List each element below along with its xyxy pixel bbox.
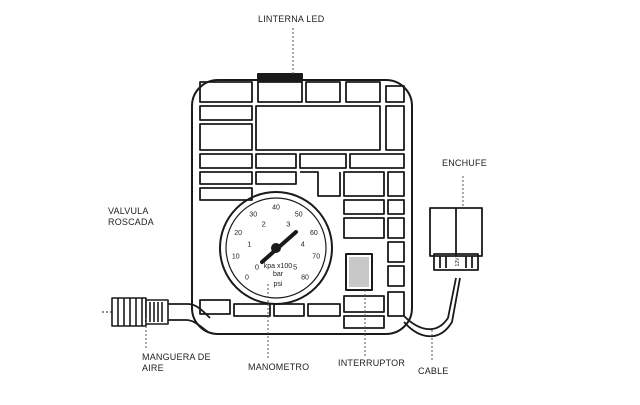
gauge-outer-tick: 40 [272, 204, 280, 211]
label-gauge: MANOMETRO [248, 362, 310, 372]
air-hose [168, 303, 211, 333]
screw-valve [111, 297, 169, 327]
gauge-outer-tick: 30 [249, 211, 257, 218]
label-hose: MANGUERA DE AIRE [142, 352, 211, 373]
gauge-inner-tick: 0 [255, 263, 259, 272]
label-led: LINTERNA LED [258, 14, 325, 24]
pressure-gauge [219, 191, 333, 305]
gauge-inner-tick: 2 [262, 220, 266, 229]
label-valve: VALVULA ROSCADA [108, 206, 154, 227]
gauge-inner-tick: 4 [301, 239, 305, 248]
plug-voltage: 12V [455, 257, 461, 267]
gauge-outer-tick: 0 [245, 274, 249, 281]
leader-lines [145, 28, 464, 362]
gauge-outer-tick: 50 [295, 211, 303, 218]
car-plug [429, 207, 483, 271]
gauge-inner-tick: 1 [247, 239, 251, 248]
power-switch [345, 253, 373, 291]
gauge-unit-label: bar [273, 271, 284, 278]
label-cable: CABLE [418, 366, 449, 376]
gauge-unit-label: kpa x100 [264, 263, 293, 270]
gauge-outer-tick: 20 [234, 230, 242, 237]
gauge-outer-tick: 10 [232, 253, 240, 260]
power-cable [403, 277, 457, 330]
gauge-outer-tick: 70 [312, 253, 320, 260]
body-panels [199, 81, 405, 329]
led-flashlight [257, 73, 303, 82]
gauge-needle [260, 230, 298, 264]
label-switch: INTERRUPTOR [338, 358, 406, 368]
gauge-inner-tick: 3 [286, 220, 290, 229]
gauge-outer-tick: 60 [310, 230, 318, 237]
gauge-unit-label: psi [274, 281, 283, 288]
gauge-inner-tick: 5 [293, 263, 297, 272]
label-plug: ENCHUFE [442, 158, 487, 168]
gauge-outer-tick: 80 [301, 274, 309, 281]
